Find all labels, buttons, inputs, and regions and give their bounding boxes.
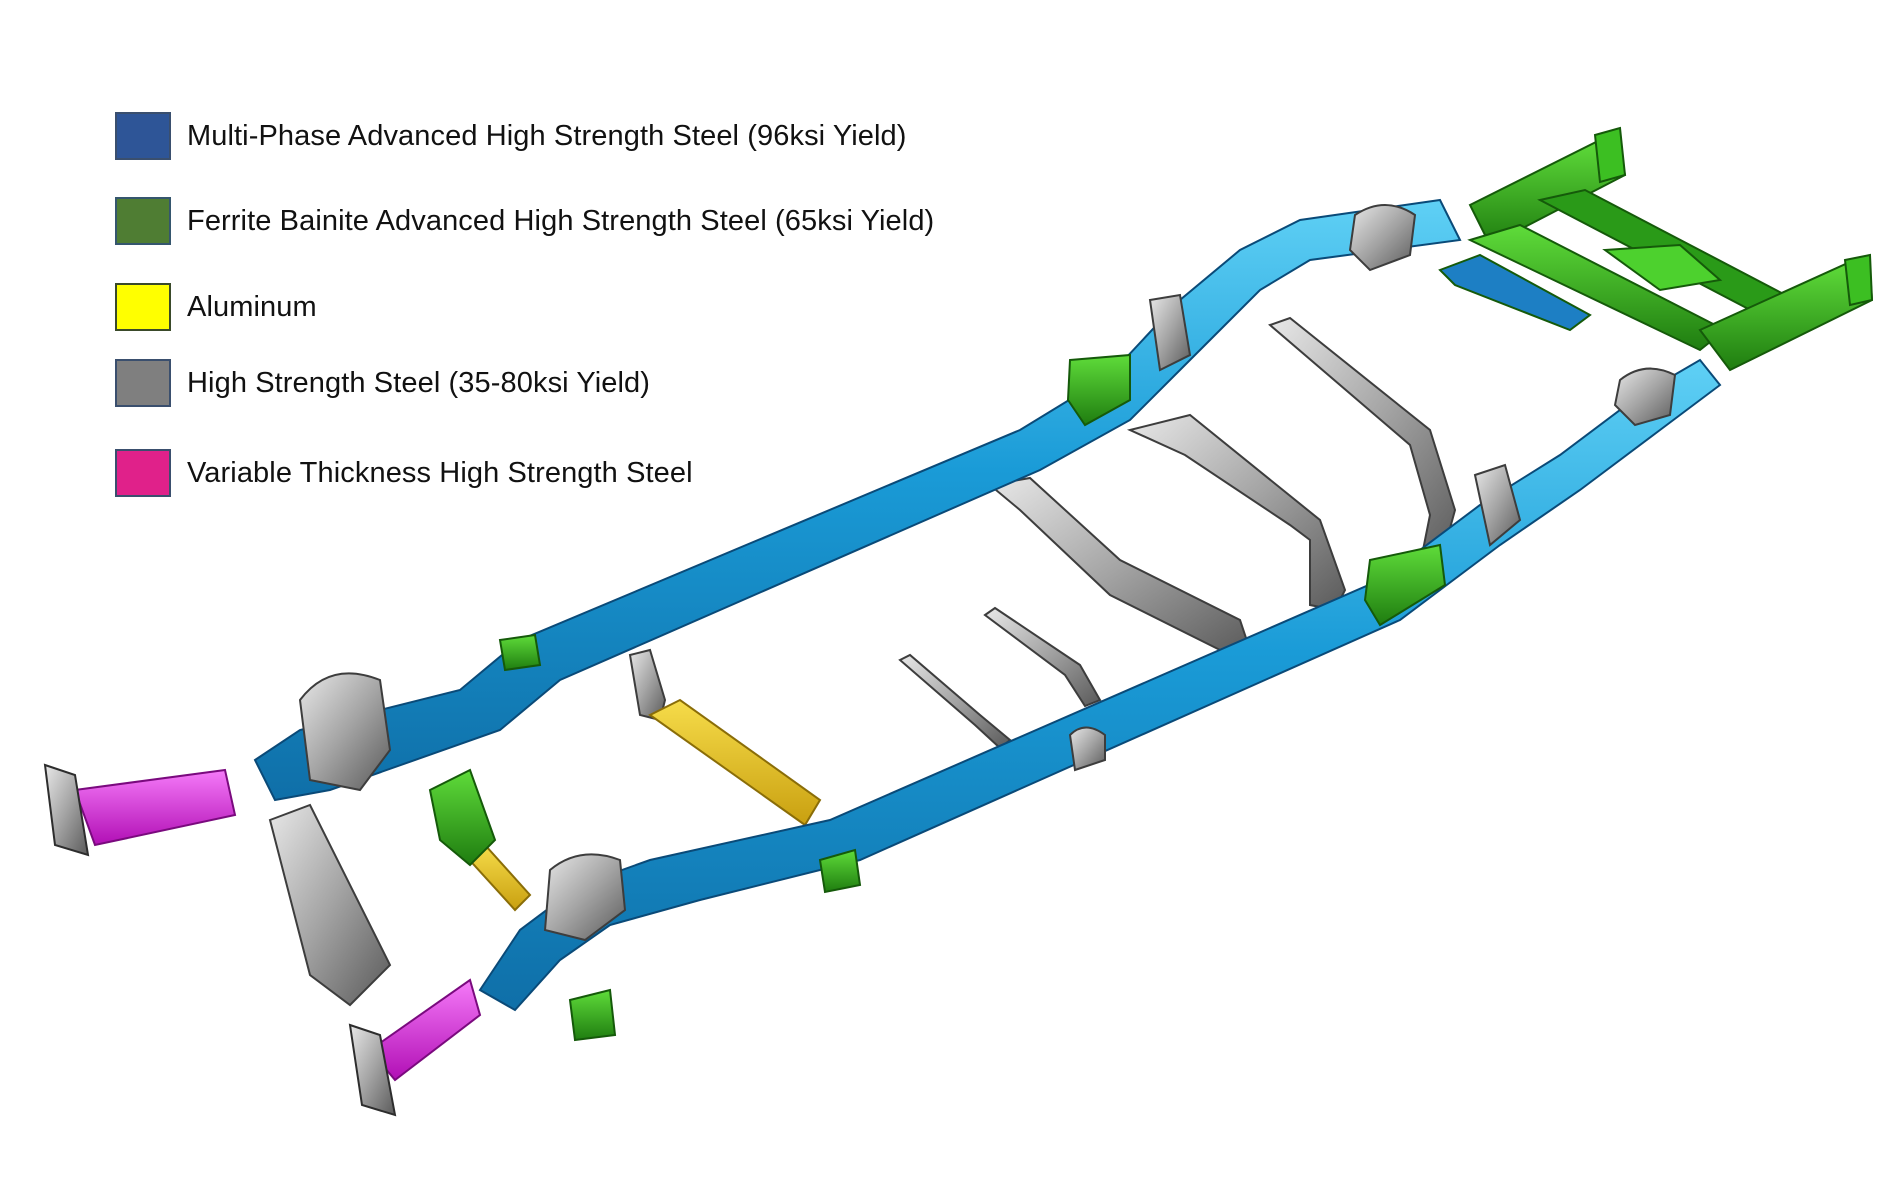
legend-label: High Strength Steel (35-80ksi Yield) <box>187 366 651 399</box>
brackets-green <box>428 353 1447 1042</box>
legend-item-ferrite-bainite-ahss: Ferrite Bainite Advanced High Strength S… <box>115 197 934 245</box>
legend-item-multiphase-ahss: Multi-Phase Advanced High Strength Steel… <box>115 112 907 160</box>
rear-frame-section-green <box>1438 126 1874 372</box>
legend-item-variable-thickness: Variable Thickness High Strength Steel <box>115 449 693 497</box>
crossmembers-gray <box>628 316 1457 750</box>
legend-swatch-blue <box>115 112 171 160</box>
legend-swatch-yellow <box>115 283 171 331</box>
legend-label: Ferrite Bainite Advanced High Strength S… <box>187 204 935 237</box>
right-main-rail-blue <box>478 358 1722 1012</box>
legend-swatch-gray <box>115 359 171 407</box>
suspension-towers-gray <box>268 204 1677 1007</box>
crossmember-aluminum-yellow <box>463 698 822 912</box>
legend-label: Aluminum <box>187 290 317 323</box>
front-bumper-mount-plates <box>43 763 397 1117</box>
legend-item-aluminum: Aluminum <box>115 283 317 331</box>
legend-label: Multi-Phase Advanced High Strength Steel… <box>187 119 907 152</box>
legend-swatch-green <box>115 197 171 245</box>
legend-swatch-magenta <box>115 449 171 497</box>
legend-item-hss: High Strength Steel (35-80ksi Yield) <box>115 359 650 407</box>
legend-label: Variable Thickness High Strength Steel <box>187 456 693 489</box>
